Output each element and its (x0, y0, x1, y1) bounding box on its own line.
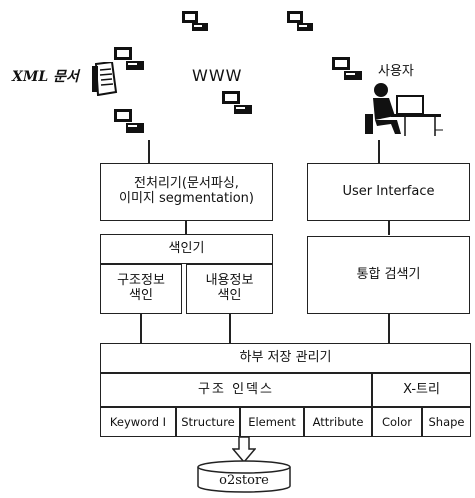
xml-document-label: XML 문서 (12, 69, 79, 85)
cell-shape-label: Shape (428, 415, 465, 429)
computer-icon (330, 54, 364, 82)
integrated-search-box: 통합 검색기 (307, 236, 470, 314)
connector (140, 314, 142, 344)
computer-icon (180, 8, 210, 34)
storage-manager-box: 하부 저장 관리기 (100, 343, 471, 373)
preprocessor-box: 전처리기(문서파싱, 이미지 segmentation) (100, 163, 273, 221)
computer-icon (285, 8, 315, 34)
integrated-search-label: 통합 검색기 (356, 266, 421, 282)
structure-index-label: 구조 인덱스 (198, 381, 274, 397)
cell-structure: Structure (176, 407, 240, 437)
preprocessor-line1: 전처리기(문서파싱, (134, 176, 239, 192)
struct-index-box: 구조정보 색인 (100, 264, 182, 314)
connector (378, 140, 380, 164)
database-icon (196, 460, 292, 494)
content-index-line1: 내용정보 (205, 273, 254, 289)
cell-keyword: Keyword I (100, 407, 176, 437)
user-label: 사용자 (378, 64, 414, 79)
content-index-line2: 색인 (217, 288, 242, 303)
database-label: o2store (219, 473, 269, 488)
cell-keyword-label: Keyword I (109, 415, 167, 429)
xtree-label: X-트리 (403, 381, 440, 397)
storage-manager-label: 하부 저장 관리기 (239, 349, 332, 365)
connector (185, 221, 187, 235)
structure-index-box: 구조 인덱스 (100, 373, 372, 407)
xtree-box: X-트리 (372, 373, 471, 407)
content-index-box: 내용정보 색인 (186, 264, 273, 314)
document-icon (92, 60, 118, 97)
down-arrow-icon (231, 436, 257, 464)
www-label: WWW (192, 66, 243, 85)
connector (148, 140, 150, 164)
cell-color-label: Color (381, 415, 413, 429)
preprocessor-line2: 이미지 segmentation) (119, 191, 254, 206)
cell-shape: Shape (422, 407, 471, 437)
cell-attribute-label: Attribute (312, 415, 364, 429)
connector (388, 221, 390, 235)
struct-index-line2: 색인 (129, 288, 153, 303)
user-interface-label: User Interface (342, 183, 435, 199)
cell-color: Color (372, 407, 422, 437)
indexer-box: 색인기 (100, 234, 273, 264)
connector (229, 314, 231, 344)
connector (388, 314, 390, 344)
cell-element-label: Element (248, 415, 296, 429)
computer-icon (220, 88, 254, 116)
indexer-label: 색인기 (168, 240, 205, 256)
computer-icon (112, 44, 146, 72)
user-interface-box: User Interface (307, 163, 470, 221)
user-at-desk-icon (345, 80, 445, 138)
struct-index-line1: 구조정보 (117, 273, 165, 289)
cell-attribute: Attribute (304, 407, 372, 437)
cell-structure-label: Structure (181, 415, 235, 429)
computer-icon (112, 106, 146, 136)
cell-element: Element (240, 407, 304, 437)
